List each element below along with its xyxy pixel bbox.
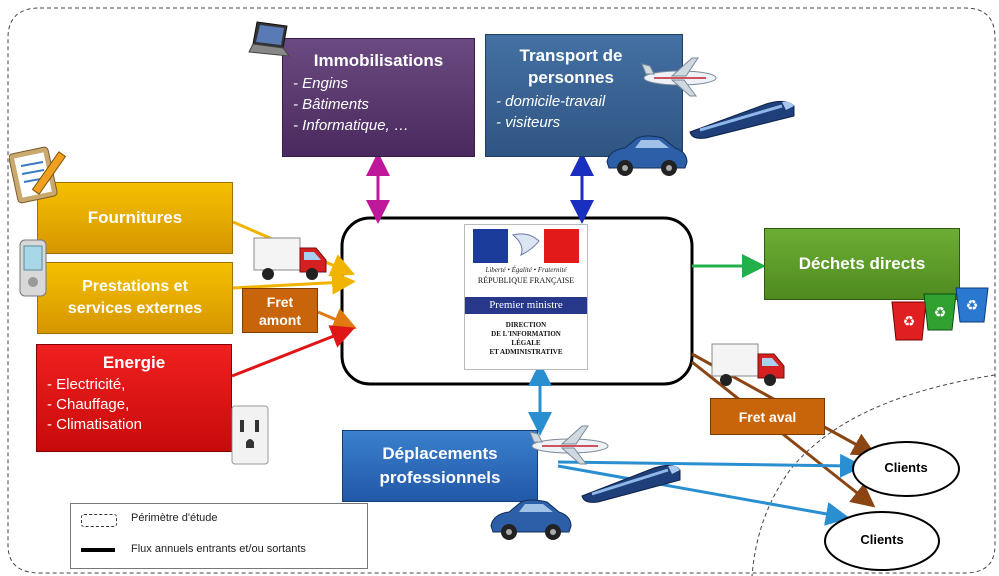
energie-item: - Chauffage, [47,396,130,413]
transport-list: - domicile-travail - visiteurs [496,91,682,133]
clients-label-a: Clients [884,460,928,475]
logo-direction-line: LÉGALE [511,339,541,347]
dechets-title: Déchets directs [798,254,926,273]
fournitures-title: Fournitures [87,208,183,227]
legend-perimetre-swatch [81,514,117,527]
car-icon [490,499,572,540]
logo-flag-emblem [473,229,579,263]
box-immobilisations: Immobilisations - Engins - Bâtiments - I… [282,38,475,157]
recycle-bins-icon: ♻ ♻ ♻ [891,287,989,341]
box-dechets: Déchets directs [764,228,960,300]
energie-item: - Electricité, [47,376,126,393]
box-fournitures: Fournitures [37,182,233,254]
clients-label-b: Clients [860,532,904,547]
box-fret-amont: Fret amont [242,288,318,333]
transport-item: - visiteurs [496,114,561,131]
energie-title: Energie [102,353,166,372]
logo-direction: DIRECTION DE L'INFORMATION LÉGALE ET ADM… [465,321,587,357]
logo-premier: Premier ministre [465,297,587,314]
legend-flux-swatch [81,548,115,552]
immobilisations-item: - Informatique, … [293,117,409,134]
fret-amont-line1: Fret [266,293,294,310]
immobilisations-list: - Engins - Bâtiments - Informatique, … [293,73,474,136]
immobilisations-title: Immobilisations [313,51,444,70]
fret-aval-title: Fret aval [738,408,797,425]
deplacements-line2: professionnels [379,468,501,487]
logo-direction-line: DIRECTION [505,321,547,329]
immobilisations-item: - Engins [293,75,349,92]
train-icon [581,464,681,503]
transport-title-line2: personnes [528,68,614,87]
legend-flux-label: Flux annuels entrants et/ou sortants [131,543,306,555]
logo-motto: Liberté • Égalité • Fraternité [485,266,567,274]
svg-text:♻: ♻ [966,297,979,313]
clients-boundary [751,374,996,576]
arrow-deplacements-clients-2 [557,464,850,526]
deplacements-line1: Déplacements [382,444,498,463]
box-deplacements: Déplacements professionnels [342,430,538,502]
legend-perimetre-label: Périmètre d'étude [131,512,218,524]
logo-direction-line: ET ADMINISTRATIVE [489,348,563,356]
clients-ellipse-b [824,511,940,571]
svg-text:♻: ♻ [903,313,916,329]
truck-icon [253,237,327,280]
laptop-icon [248,21,291,57]
car-icon [606,135,688,176]
box-prestations: Prestations et services externes [37,262,233,334]
transport-title: Transport de personnes [496,45,646,89]
power-outlet-icon [231,405,269,465]
svg-text:♻: ♻ [934,304,947,320]
clipboard-icon [9,146,67,204]
fret-amont-line2: amont [259,311,301,328]
legend: Périmètre d'étude Flux annuels entrants … [70,503,368,569]
transport-title-line1: Transport de [519,46,623,65]
logo-direction-line: DE L'INFORMATION [491,330,561,338]
airplane-icon [641,57,717,97]
train-icon [689,100,795,139]
arrow-fret-amont [317,308,358,331]
energie-list: - Electricité, - Chauffage, - Climatisat… [47,375,231,435]
clients-ellipse-a [852,441,960,497]
prestations-line1: Prestations et [82,278,188,295]
arrow-energie [231,325,356,378]
truck-icon [711,343,785,386]
logo-republic: RÉPUBLIQUE FRANÇAISE [477,276,575,285]
arrow-prestations [232,270,356,295]
logo-block: Liberté • Égalité • Fraternité RÉPUBLIQU… [464,224,588,370]
perimetre-boundary [7,7,996,574]
box-fret-aval: Fret aval [710,398,825,435]
immobilisations-item: - Bâtiments [293,96,369,113]
airplane-icon [529,425,609,465]
box-energie: Energie - Electricité, - Chauffage, - Cl… [36,344,232,452]
arrow-deplacements-clients-1 [557,453,864,478]
transport-item: - domicile-travail [496,93,606,110]
pda-icon [19,239,47,297]
energie-item: - Climatisation [47,416,143,433]
prestations-line2: services externes [67,300,203,317]
